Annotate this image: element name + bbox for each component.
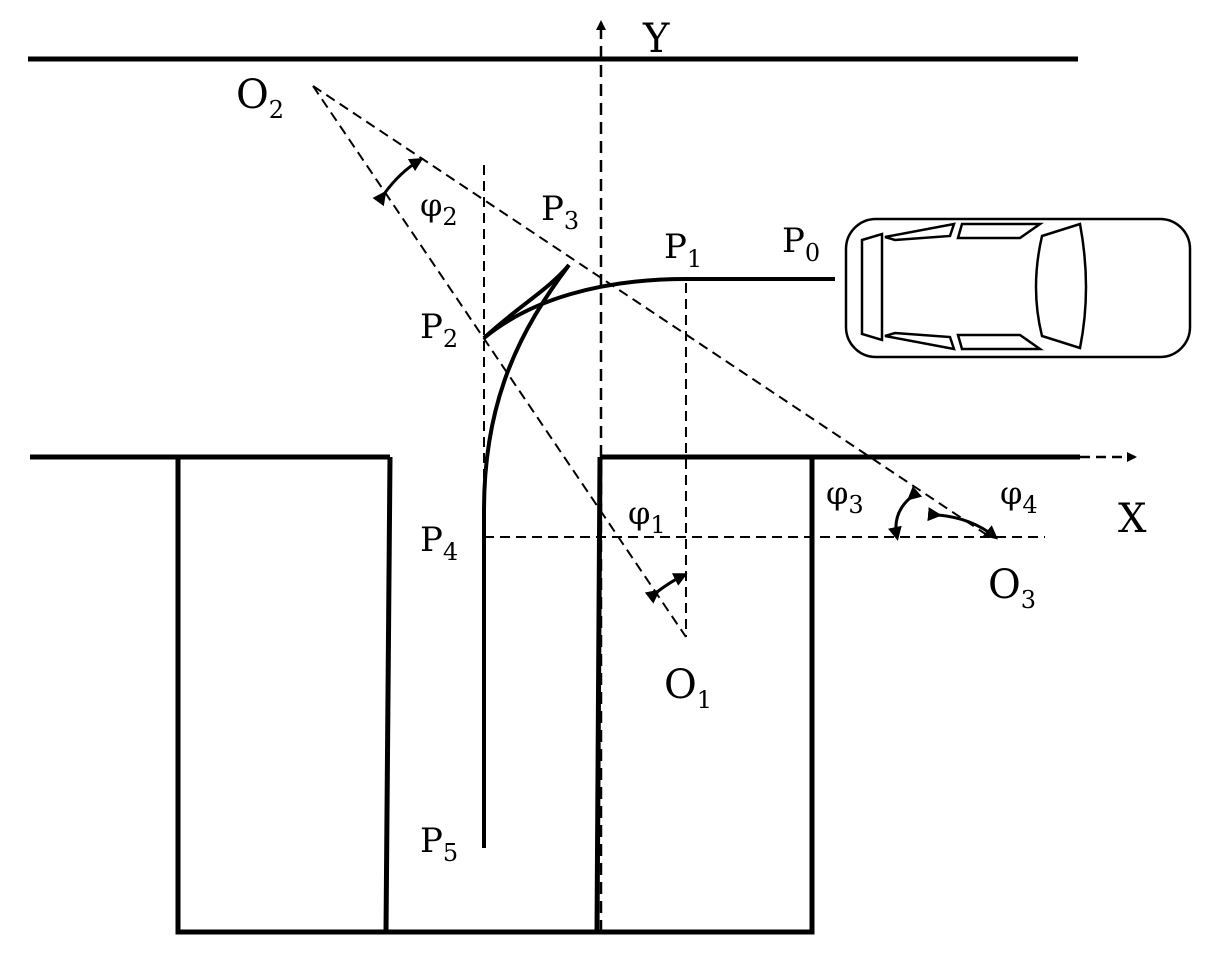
p3-label: P3 <box>541 189 579 235</box>
p0-label: P0 <box>782 221 820 267</box>
car-icon <box>844 217 1192 359</box>
phi2-label: φ2 <box>420 186 458 231</box>
phi4-label: φ4 <box>1000 474 1038 519</box>
p1-label: P1 <box>664 227 702 273</box>
p4-label: P4 <box>420 520 458 566</box>
phi1-label: φ1 <box>628 494 666 539</box>
p5-label: P5 <box>420 821 458 867</box>
arc-p3-p4 <box>482 263 571 511</box>
o3-label: O3 <box>988 562 1036 614</box>
phi4-angle-arc <box>927 507 999 540</box>
x-axis-label: X <box>1118 496 1147 542</box>
arc-p1-p2 <box>482 277 687 340</box>
parking-space-right <box>594 456 815 935</box>
phi3-label: φ3 <box>826 474 864 519</box>
phi2-angle-arc <box>372 157 424 207</box>
line-o2-o3 <box>312 85 991 538</box>
phi1-angle-arc <box>644 573 688 604</box>
o1-label: O1 <box>664 662 712 714</box>
o2-label: O2 <box>236 72 284 124</box>
parking-space-left <box>175 456 393 935</box>
line-o2-o1 <box>312 85 687 638</box>
phi3-angle-arc <box>888 486 923 541</box>
p2-label: P2 <box>420 307 458 353</box>
y-axis-label: Y <box>642 16 670 62</box>
